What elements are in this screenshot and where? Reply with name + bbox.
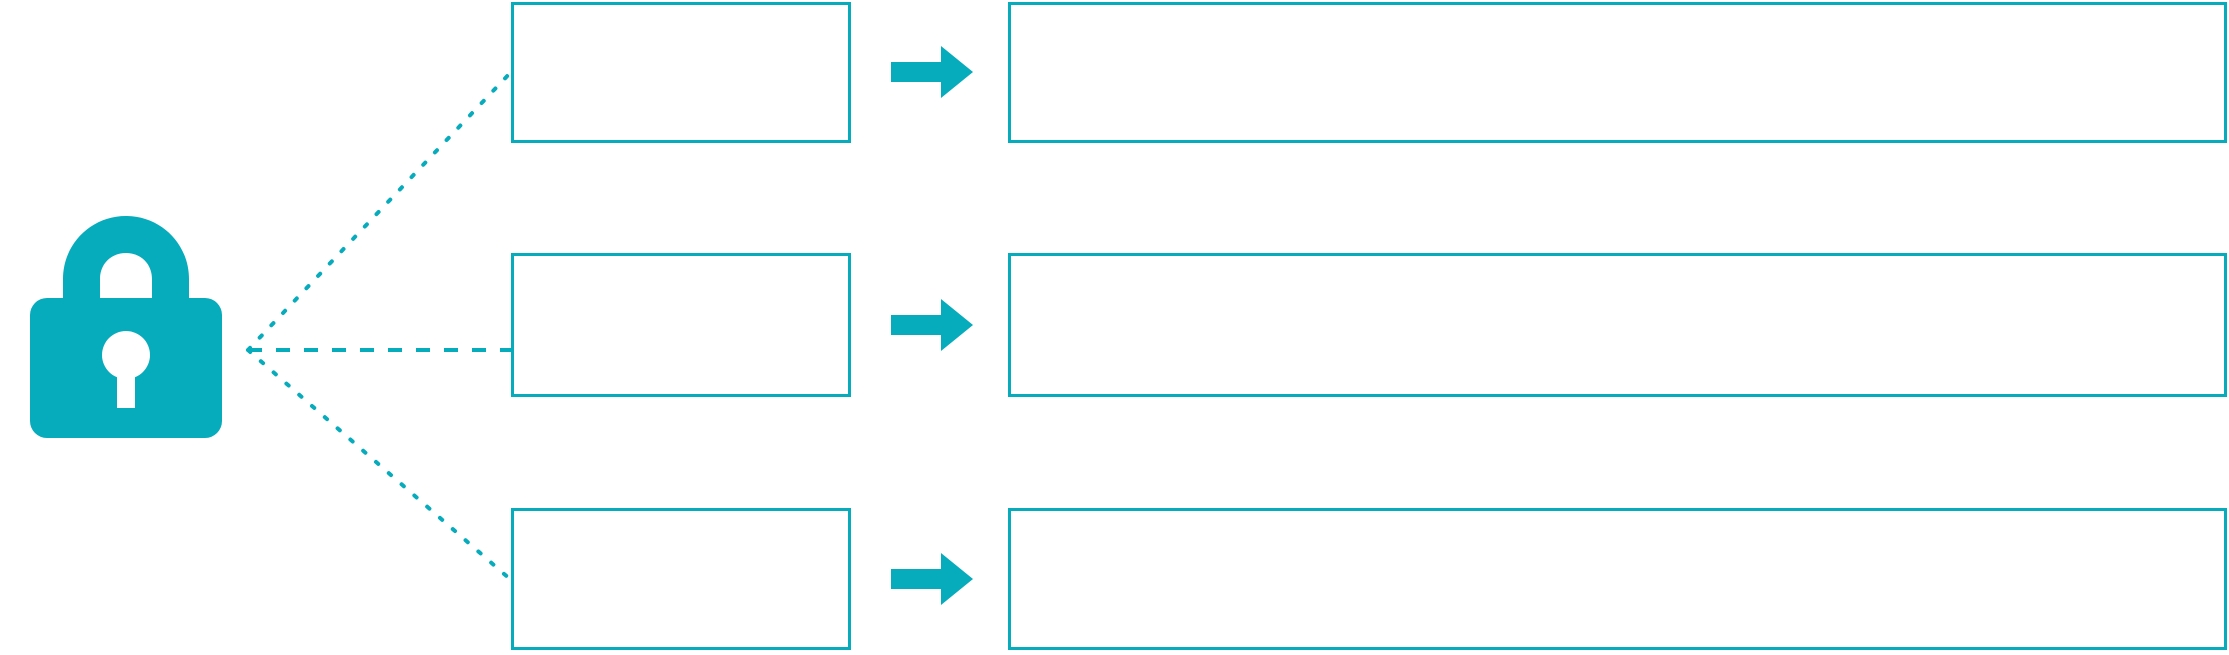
row-3-arrow-right-icon <box>891 551 973 607</box>
row-3-left-box[interactable] <box>511 508 851 650</box>
connector-line-bottom <box>246 348 513 582</box>
connector-line-top <box>246 70 513 352</box>
row-3-right-box[interactable] <box>1008 508 2227 650</box>
row-1-left-box[interactable] <box>511 2 851 143</box>
row-2-right-box[interactable] <box>1008 253 2227 397</box>
row-1-arrow-right-icon <box>891 44 973 100</box>
lock-icon <box>28 212 224 440</box>
row-1-right-box[interactable] <box>1008 2 2227 143</box>
row-2-arrow-right-icon <box>891 297 973 353</box>
row-2-left-box[interactable] <box>511 253 851 397</box>
